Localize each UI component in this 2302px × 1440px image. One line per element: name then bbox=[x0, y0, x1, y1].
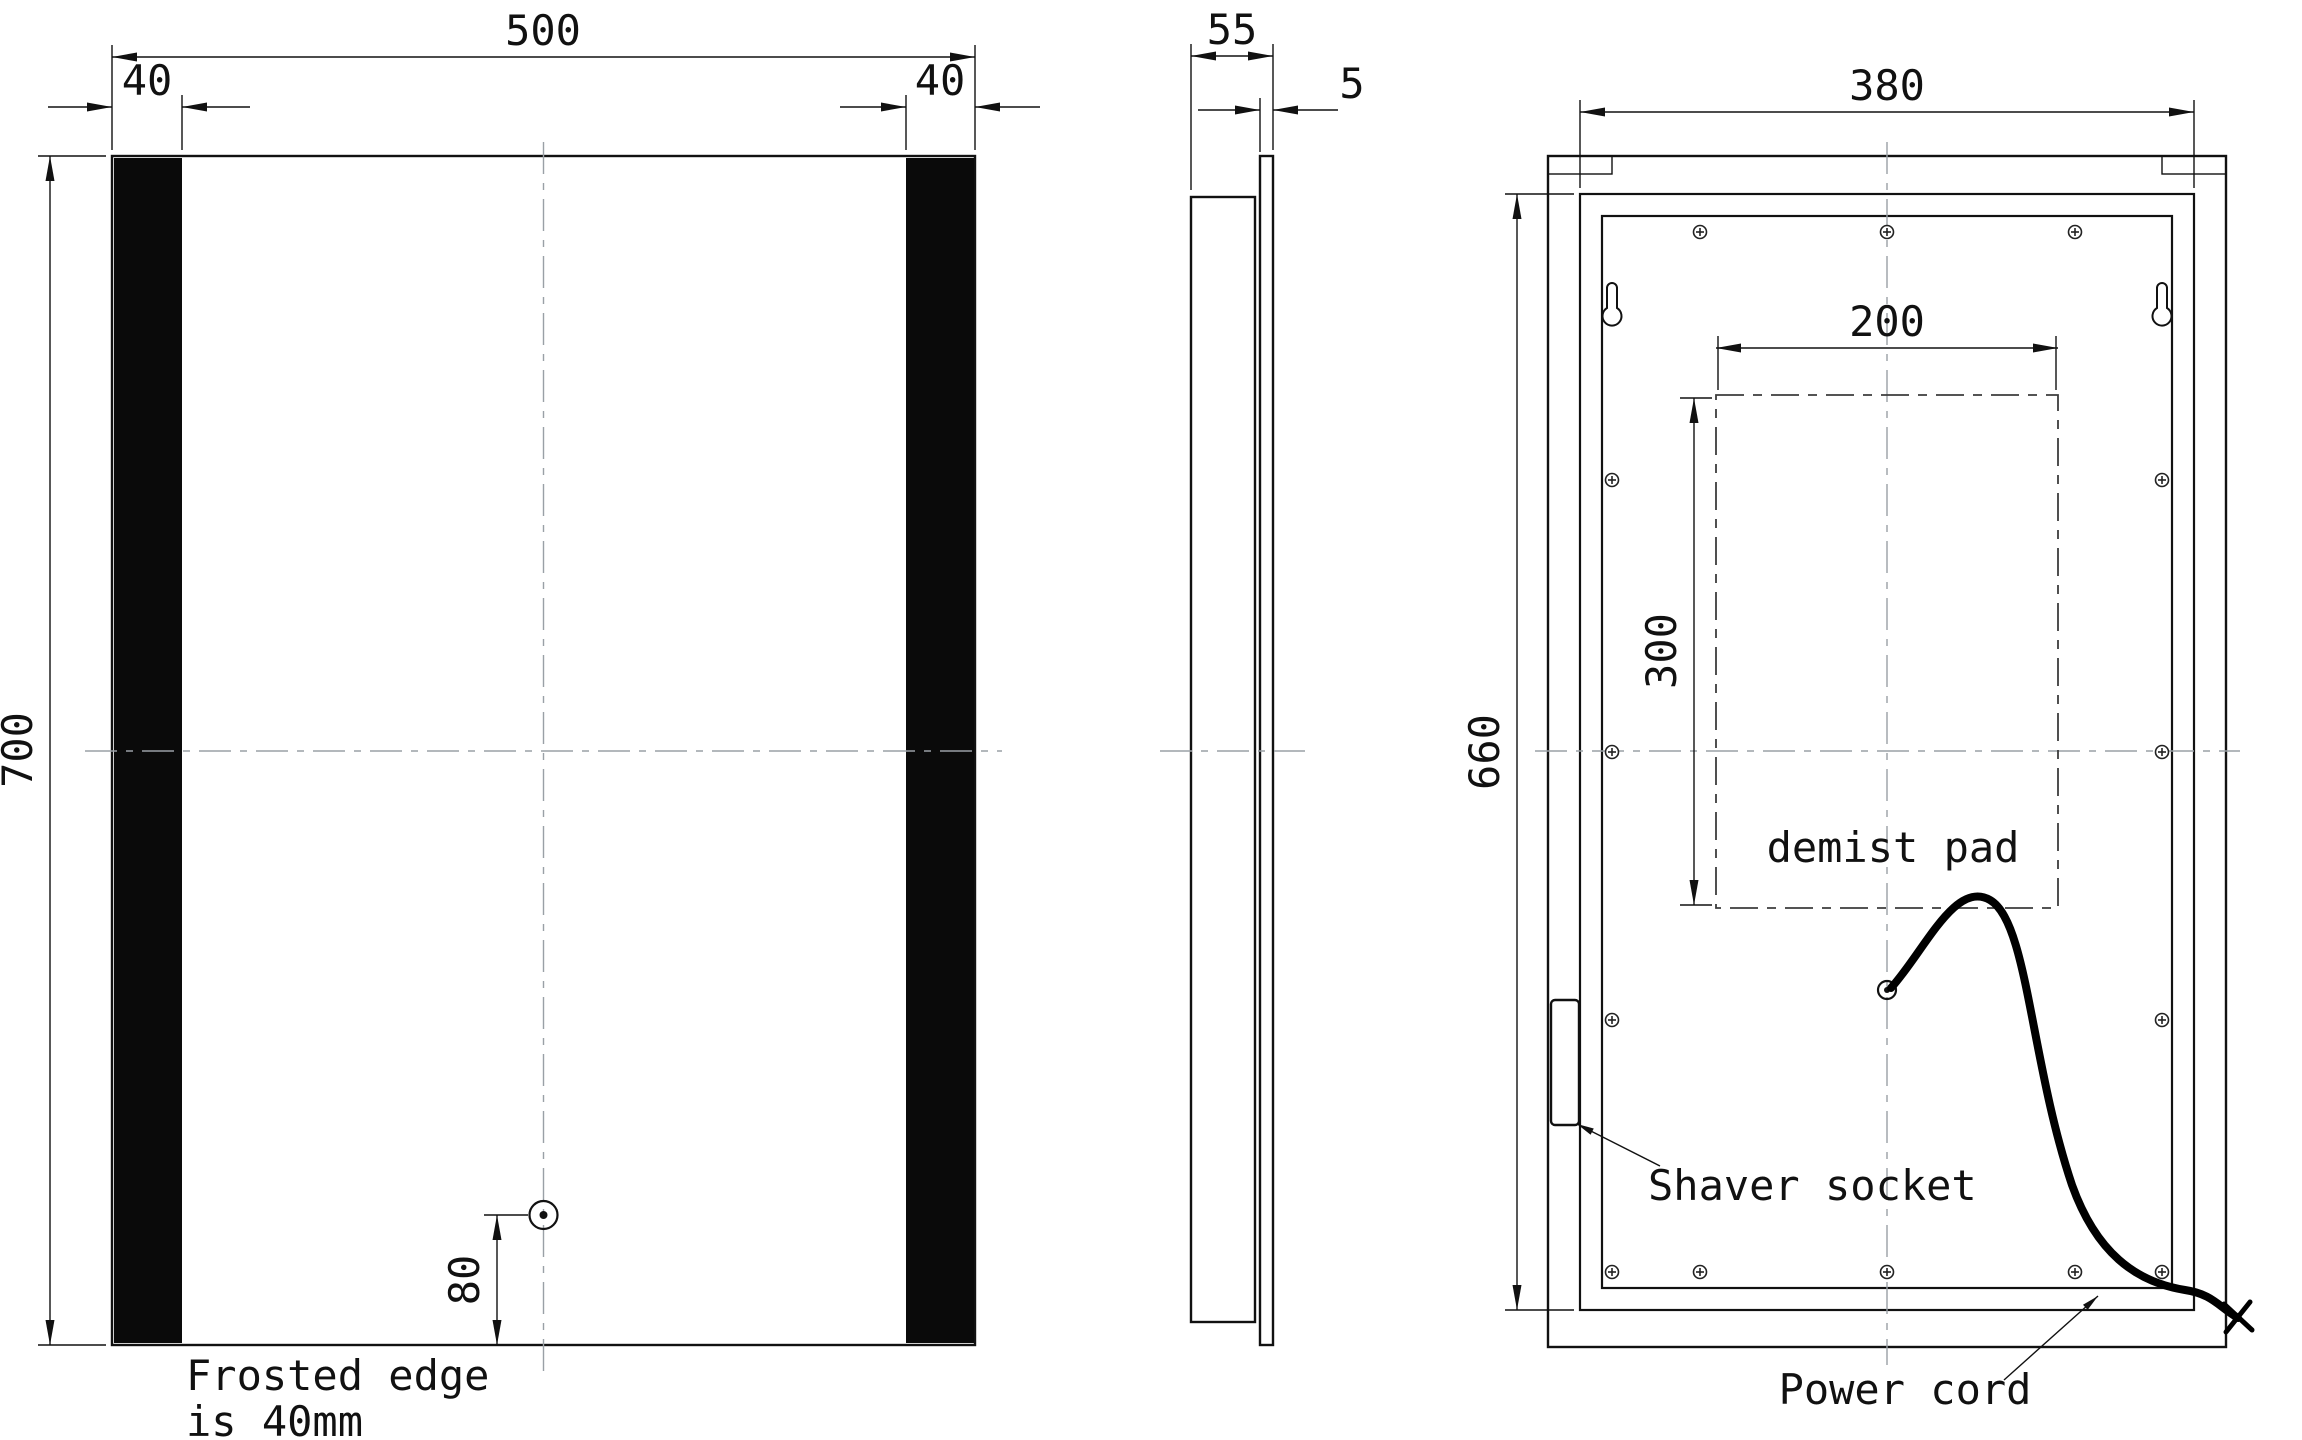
dimension-frosted-left: 40 bbox=[48, 56, 250, 150]
front-view: 500 40 40 700 bbox=[0, 6, 1040, 1440]
dim-label-300: 300 bbox=[1637, 613, 1686, 689]
dim-label-200: 200 bbox=[1849, 297, 1925, 346]
demist-pad-outline bbox=[1715, 394, 2059, 909]
dim-label-500: 500 bbox=[505, 6, 581, 55]
shaver-socket-leader bbox=[1576, 1123, 1661, 1167]
dimension-depth: 55 bbox=[1190, 5, 1274, 190]
dimension-frame-height: 660 bbox=[1460, 193, 1574, 1311]
back-view: 380 660 200 300 demist pad bbox=[1460, 61, 2255, 1414]
power-cord-path bbox=[1887, 892, 2242, 1322]
power-cord-leader bbox=[2003, 1295, 2099, 1381]
power-cord-end-icon bbox=[2221, 1299, 2255, 1335]
screw-icon bbox=[2067, 1264, 2083, 1280]
shaver-socket bbox=[1549, 998, 1581, 1127]
side-view: 55 5 bbox=[1160, 5, 1365, 1347]
screw-icon bbox=[2154, 1264, 2170, 1280]
screw-icon bbox=[1692, 1264, 1708, 1280]
dimension-demist-height: 300 bbox=[1637, 397, 1712, 906]
dimension-overall-height: 700 bbox=[0, 155, 106, 1346]
demist-pad-label: demist pad bbox=[1767, 823, 2020, 872]
dimension-demist-width: 200 bbox=[1716, 297, 2058, 390]
power-cord-label: Power cord bbox=[1779, 1365, 2032, 1414]
touch-sensor-icon bbox=[528, 1199, 559, 1231]
screw-icon bbox=[2154, 472, 2170, 488]
screw-icon bbox=[1879, 1264, 1895, 1280]
dim-label-5: 5 bbox=[1339, 59, 1364, 108]
dim-label-80: 80 bbox=[440, 1255, 489, 1306]
screw-icon bbox=[1604, 744, 1620, 760]
dim-label-40-left: 40 bbox=[122, 56, 173, 105]
screw-icon bbox=[1604, 472, 1620, 488]
shaver-socket-label: Shaver socket bbox=[1648, 1161, 1977, 1210]
screw-icon bbox=[2154, 744, 2170, 760]
dim-label-380: 380 bbox=[1849, 61, 1925, 110]
dimension-glass-thickness: 5 bbox=[1198, 59, 1365, 152]
dimension-sensor-offset: 80 bbox=[440, 1214, 528, 1345]
screw-icon bbox=[2067, 224, 2083, 240]
screw-icon bbox=[2154, 1012, 2170, 1028]
screw-icon bbox=[1604, 1264, 1620, 1280]
dimension-frosted-right: 40 bbox=[840, 56, 1040, 150]
screw-icon bbox=[1879, 224, 1895, 240]
frosted-note-line2: is 40mm bbox=[186, 1397, 363, 1440]
dim-label-40-right: 40 bbox=[915, 56, 966, 105]
screw-icon bbox=[1692, 224, 1708, 240]
dimension-overall-width: 500 bbox=[111, 6, 976, 150]
dim-label-700: 700 bbox=[0, 712, 42, 788]
dim-label-660: 660 bbox=[1460, 714, 1509, 790]
dimension-frame-width: 380 bbox=[1579, 61, 2195, 188]
dim-label-55: 55 bbox=[1207, 5, 1258, 54]
screw-icon bbox=[1604, 1012, 1620, 1028]
side-body-outline bbox=[1189, 195, 1257, 1324]
frosted-note-line1: Frosted edge bbox=[186, 1351, 489, 1400]
